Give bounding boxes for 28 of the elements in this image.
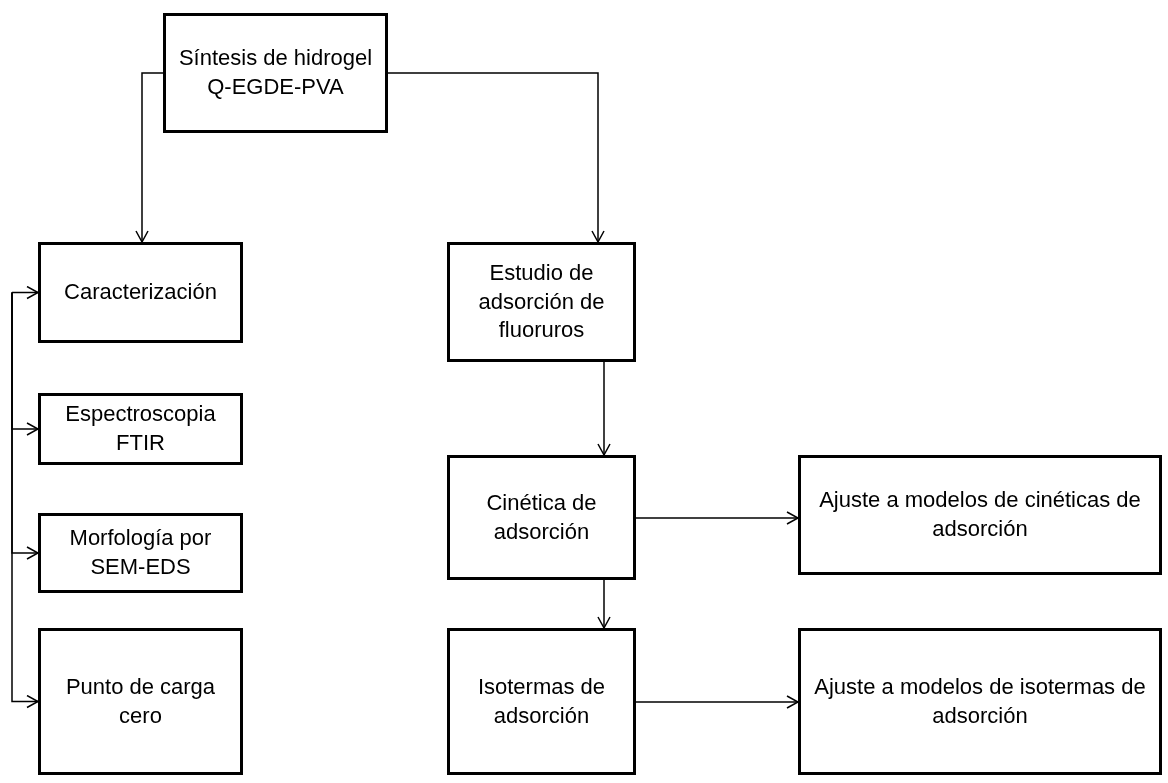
box-label: Ajuste a modelos de cinéticas de adsorción	[818, 486, 1142, 543]
arrow	[635, 695, 799, 709]
arrow	[635, 511, 799, 525]
box-label: Cinética de adsorción	[485, 488, 598, 546]
arrow	[597, 361, 611, 456]
process-box	[798, 628, 1162, 775]
arrow	[11, 291, 39, 709]
box-label: Estudio de adsorción de fluoruros	[477, 259, 606, 345]
process-box	[163, 13, 388, 133]
box-label: Morfología por SEM-EDS	[68, 524, 213, 581]
box-label: Síntesis de hidrogel Q-EGDE-PVA	[177, 44, 374, 101]
process-box	[447, 628, 636, 775]
box-label: Caracterización	[64, 278, 217, 307]
arrow	[11, 285, 39, 300]
arrow	[387, 72, 605, 243]
process-box	[798, 455, 1162, 575]
arrow	[135, 72, 164, 243]
process-box	[38, 513, 243, 593]
box-label: Ajuste a modelos de isotermas de adsorción	[813, 672, 1147, 730]
process-box	[447, 455, 636, 580]
arrow	[597, 579, 611, 629]
box-label: Isotermas de adsorción	[476, 672, 607, 730]
process-box	[38, 242, 243, 343]
process-box	[38, 628, 243, 775]
box-label: Espectroscopia FTIR	[64, 400, 217, 457]
box-label: Punto de carga cero	[64, 672, 217, 730]
process-box	[38, 393, 243, 465]
process-box	[447, 242, 636, 362]
